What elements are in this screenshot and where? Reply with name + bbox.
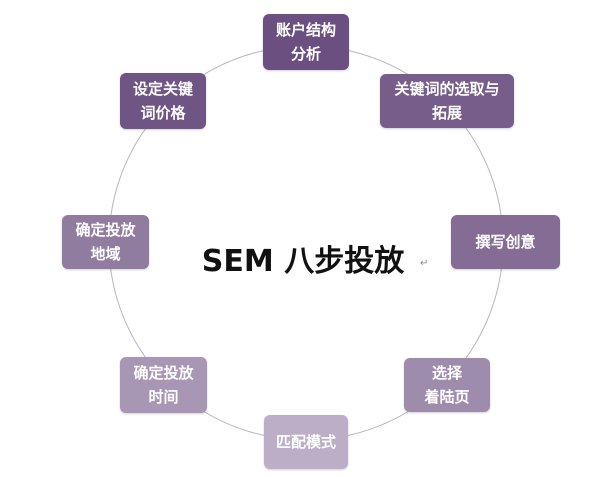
step-4-landing-page: 选择 着陆页: [404, 358, 490, 412]
paragraph-mark: ↵: [420, 258, 429, 269]
step-1-account-structure: 账户结构 分析: [263, 14, 349, 70]
step-7-region: 确定投放 地域: [62, 215, 149, 269]
step-3-write-creative: 撰写创意: [451, 215, 560, 269]
step-6-schedule: 确定投放 时间: [120, 357, 207, 413]
step-2-keyword-selection: 关键词的选取与 拓展: [380, 74, 514, 128]
diagram-title: SEM 八步投放: [201, 244, 405, 279]
step-8-keyword-bid: 设定关键 词价格: [120, 73, 206, 129]
step-5-match-type: 匹配模式: [264, 415, 348, 469]
